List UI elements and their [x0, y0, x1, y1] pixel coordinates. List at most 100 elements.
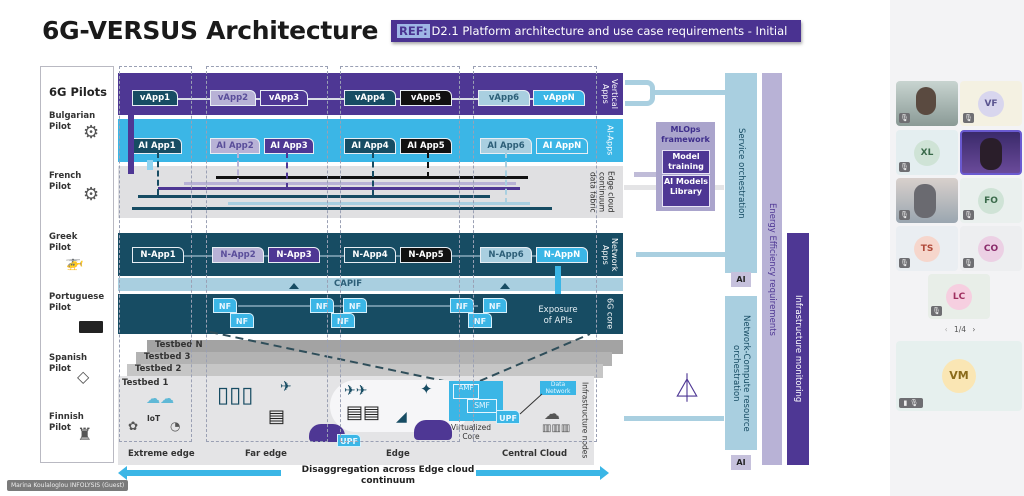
water-gear-icon: ⚙	[83, 184, 100, 205]
smart-plant-icon: ✿	[128, 419, 139, 433]
avatar: LC	[946, 283, 972, 310]
core-projection-lines	[210, 331, 591, 387]
testbed-2: Testbed 2	[127, 364, 603, 378]
cloud-servers-icon: ☁	[544, 404, 560, 423]
ai-app-5[interactable]: AI App5	[400, 138, 452, 154]
nf-box: NF	[468, 313, 492, 328]
ref-text: D2.1 Platform architecture and use case …	[431, 24, 788, 38]
testbed-3: Testbed 3	[136, 352, 612, 366]
mic-muted-icon: 🎙	[899, 113, 910, 123]
edge-label-edge: Edge	[386, 449, 410, 459]
satellite-dish-icon: ◢	[396, 409, 407, 425]
participant-tile-fo[interactable]: FO 🎙	[960, 178, 1022, 223]
edge-label-far: Far edge	[245, 449, 287, 459]
pilot-label: Pilot	[49, 423, 71, 433]
n-app-3[interactable]: N-App3	[268, 247, 320, 263]
vapp-5[interactable]: vApp5	[400, 90, 452, 106]
presenter-name-tag: Marina Koulaloglou INFOLYSIS (Guest)	[7, 480, 129, 491]
pager-label: 1/4	[953, 325, 967, 334]
ai-app2-link	[237, 152, 239, 184]
iot-label: IoT	[147, 414, 161, 423]
participant-tile-active-speaker[interactable]	[960, 130, 1022, 175]
vapp1-down-arrow	[128, 108, 134, 174]
nf-box: NF	[450, 298, 474, 313]
smart-city-icon: ⚙	[83, 122, 100, 143]
nf-box: NF	[213, 298, 237, 313]
vapp-1[interactable]: vApp1	[132, 90, 178, 106]
ai-app1-link	[157, 152, 159, 195]
fabric-bus-teal	[138, 195, 490, 198]
pager-prev-button[interactable]: ‹	[944, 325, 948, 334]
right-arrow-shaft	[476, 470, 600, 476]
vapp-n[interactable]: vAppN	[533, 90, 585, 106]
avatar: VF	[978, 90, 1004, 117]
iot-sensors-icon: ☁☁	[146, 391, 174, 407]
nf-box: NF	[331, 313, 355, 328]
vapp-6[interactable]: vApp6	[478, 90, 530, 106]
up-arrow-icon	[289, 283, 299, 289]
mic-muted-icon: 🎙	[931, 306, 942, 316]
exposure-of-apis-label: Exposure of APIs	[538, 305, 578, 326]
pager-next-button[interactable]: ›	[972, 325, 976, 334]
ai-models-library-box[interactable]: AI Models Library	[662, 175, 710, 207]
fabric-bus-lilac	[184, 182, 516, 185]
ai-app-3[interactable]: AI App3	[264, 138, 314, 154]
data-network-box: Data Network	[540, 381, 576, 395]
edge-label-extreme: Extreme edge	[128, 449, 195, 459]
mic-muted-icon: 🎙	[963, 113, 974, 123]
ref-tag: REF:	[397, 24, 430, 38]
participant-tile-ts[interactable]: TS 🎙	[896, 226, 958, 271]
fabric-bus-teal-2	[132, 207, 552, 210]
participant-tile-video[interactable]: 🎙	[896, 178, 958, 223]
radio-tower-icon: ⏃	[673, 372, 702, 405]
satellite-icon: ✦	[420, 380, 433, 398]
ai-app-n[interactable]: AI AppN	[536, 138, 588, 154]
pilot-label: Portuguese	[49, 292, 105, 302]
n-app-1[interactable]: N-App1	[132, 247, 184, 263]
vapp-3[interactable]: vApp3	[260, 90, 308, 106]
meter-icon: ◔	[170, 419, 181, 433]
ai-apps-layer: AI-Apps AI App1 AI App2 AI App3 AI App4 …	[118, 119, 623, 162]
ai-app-4[interactable]: AI App4	[344, 138, 396, 154]
orchestration-to-infra-arrow	[624, 416, 724, 421]
ai-app-2[interactable]: AI App2	[210, 138, 260, 154]
fabric-bus-purple	[158, 187, 520, 190]
vapp-4[interactable]: vApp4	[344, 90, 396, 106]
infrastructure-monitoring-column: Infrastructure monitoring	[787, 233, 809, 465]
smart-farming-icon: ◇	[77, 367, 90, 386]
self-view-tile[interactable]: VM ▮ 🎙	[896, 341, 1022, 411]
energy-efficiency-column: Energy Efficiency requirements	[762, 73, 782, 465]
service-orchestration-column: Service orchestration	[725, 73, 757, 273]
vertical-apps-layer: Vertical Apps vApp1 vApp2 vApp3 vApp4 vA…	[118, 73, 623, 115]
zone-extreme-edge	[119, 66, 192, 442]
participant-video	[916, 87, 936, 115]
nf-box: NF	[230, 313, 254, 328]
participant-tile-lc[interactable]: LC 🎙	[928, 274, 990, 319]
n-app-n[interactable]: N-AppN	[536, 247, 588, 263]
mic-muted-icon: 🎙	[899, 162, 910, 172]
model-training-box[interactable]: Model training	[662, 150, 710, 174]
n-app-6[interactable]: N-App6	[480, 247, 532, 263]
n-app-4[interactable]: N-App4	[344, 247, 396, 263]
ai-chip-network: AI	[731, 455, 751, 470]
virtualized-core-box: AMF SMF	[449, 381, 503, 421]
upf-data-network-link	[519, 393, 543, 415]
participant-tile-co[interactable]: CO 🎙	[960, 226, 1022, 271]
pilot-label: French	[49, 171, 82, 181]
participant-tile-video[interactable]: 🎙	[896, 81, 958, 126]
agriculture-icon: 🚁	[65, 253, 84, 271]
participant-tile-vf[interactable]: VF 🎙	[960, 81, 1022, 126]
service-orchestration-link	[655, 90, 727, 95]
reference-banner: REF:D2.1 Platform architecture and use c…	[391, 20, 801, 42]
n-app-5[interactable]: N-App5	[400, 247, 452, 263]
vapp-2[interactable]: vApp2	[210, 90, 256, 106]
mobile-devices-icon: ▯▯▯	[217, 383, 254, 408]
purple-cloud-icon	[414, 420, 452, 440]
n-app-2[interactable]: N-App2	[212, 247, 264, 263]
participant-tile-xl[interactable]: XL 🎙	[896, 130, 958, 175]
virtualized-core-label: Virtualized Core	[451, 423, 491, 441]
